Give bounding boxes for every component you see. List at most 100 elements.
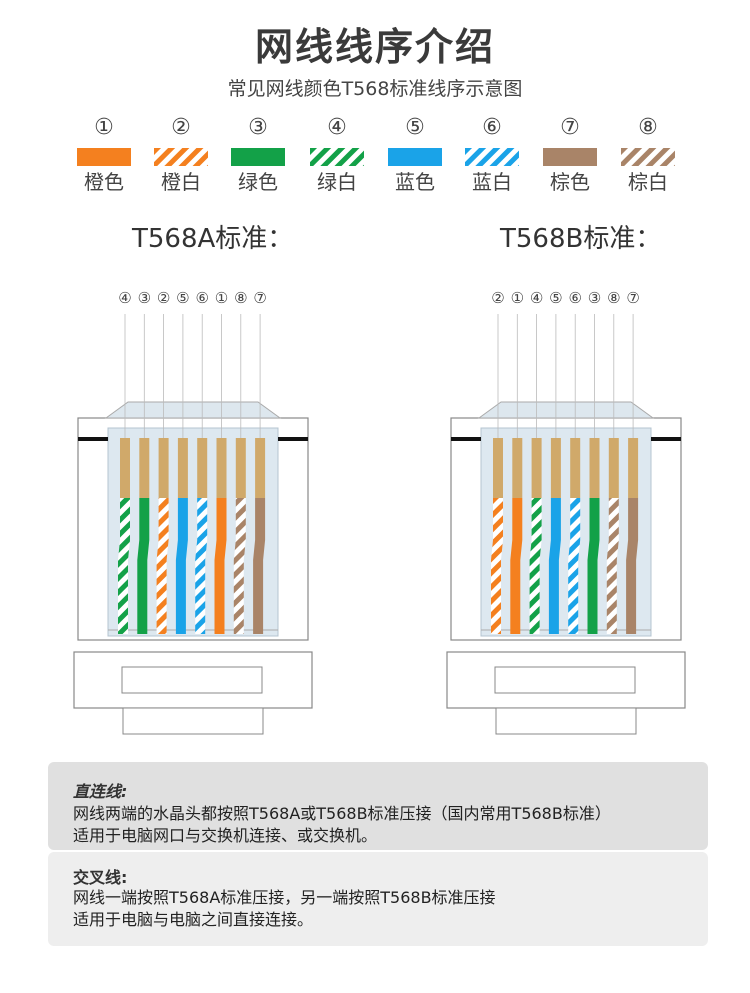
pin-order-label: ⑦ bbox=[253, 289, 266, 307]
wire bbox=[587, 498, 600, 634]
legend-label: 绿色 bbox=[238, 170, 278, 194]
pin-order-label: ③ bbox=[588, 289, 601, 307]
wire bbox=[548, 498, 561, 634]
connector-window bbox=[480, 427, 652, 637]
legend-swatch bbox=[310, 148, 364, 166]
t568b-title: T568B标准： bbox=[500, 224, 662, 254]
crossover-cable-heading: 交叉线: bbox=[73, 868, 128, 887]
gold-contact bbox=[589, 438, 600, 498]
wire bbox=[606, 498, 619, 634]
gold-contact bbox=[608, 438, 619, 498]
wire bbox=[253, 498, 266, 634]
legend-item: ⑧ 棕白 bbox=[608, 114, 688, 194]
legend-number: ⑦ bbox=[560, 115, 580, 140]
legend-number: ④ bbox=[327, 115, 347, 140]
legend-label: 蓝白 bbox=[472, 170, 512, 194]
legend-number: ⑧ bbox=[638, 115, 658, 140]
pin-order-label: ⑥ bbox=[568, 289, 581, 307]
legend-item: ① 橙色 bbox=[64, 114, 144, 194]
gold-contact bbox=[197, 438, 208, 498]
legend-swatch bbox=[77, 148, 131, 166]
legend-number: ③ bbox=[248, 115, 268, 140]
connector-latch-slot bbox=[494, 666, 636, 694]
pin-order-label: ⑦ bbox=[626, 289, 639, 307]
legend-label: 橙色 bbox=[84, 170, 124, 194]
wire bbox=[214, 498, 227, 634]
wire bbox=[233, 498, 246, 634]
t568a-title: T568A标准： bbox=[132, 224, 294, 254]
pin-order-label: ⑧ bbox=[234, 289, 247, 307]
straight-cable-info: 直连线: 网线两端的水晶头都按照T568A或T568B标准压接（国内常用T568… bbox=[48, 762, 708, 850]
gold-contact bbox=[139, 438, 150, 498]
connector-tab bbox=[495, 707, 637, 735]
legend-swatch bbox=[231, 148, 285, 166]
pin-order-label: ⑤ bbox=[549, 289, 562, 307]
connector-window bbox=[107, 427, 279, 637]
gold-contact bbox=[216, 438, 227, 498]
pin-order-label: ⑥ bbox=[195, 289, 208, 307]
gold-contact bbox=[512, 438, 523, 498]
legend-swatch bbox=[465, 148, 519, 166]
gold-contact bbox=[550, 438, 561, 498]
straight-cable-line1: 网线两端的水晶头都按照T568A或T568B标准压接（国内常用T568B标准） bbox=[73, 804, 611, 823]
wire bbox=[156, 498, 169, 634]
gold-contact bbox=[493, 438, 503, 498]
pin-order-label: ① bbox=[215, 289, 228, 307]
pin-order-label: ② bbox=[491, 289, 504, 307]
contact-bar-right bbox=[278, 437, 308, 441]
connector-clip bbox=[104, 401, 282, 419]
gold-contact bbox=[120, 438, 130, 498]
contact-bar-left bbox=[78, 437, 108, 441]
legend-number: ② bbox=[171, 115, 191, 140]
legend-item: ② 橙白 bbox=[141, 114, 221, 194]
gold-contact bbox=[255, 438, 266, 498]
pin-order-label: ③ bbox=[138, 289, 151, 307]
wire bbox=[175, 498, 188, 634]
wire bbox=[137, 498, 150, 634]
legend-number: ⑤ bbox=[405, 115, 425, 140]
crossover-cable-info: 交叉线: 网线一端按照T568A标准压接，另一端按照T568B标准压接 适用于电… bbox=[48, 852, 708, 946]
legend-item: ⑤ 蓝色 bbox=[375, 114, 455, 194]
legend-label: 绿白 bbox=[317, 170, 357, 194]
gold-contact bbox=[158, 438, 169, 498]
gold-contact bbox=[570, 438, 581, 498]
pin-order-label: ② bbox=[157, 289, 170, 307]
legend-label: 蓝色 bbox=[395, 170, 435, 194]
connector-clip bbox=[477, 401, 655, 419]
legend-label: 橙白 bbox=[161, 170, 201, 194]
straight-cable-heading: 直连线: bbox=[73, 782, 128, 801]
crossover-cable-line2: 适用于电脑与电脑之间直接连接。 bbox=[73, 910, 314, 929]
pin-order-label: ④ bbox=[118, 289, 131, 307]
page-title: 网线线序介绍 bbox=[254, 25, 495, 69]
legend-swatch bbox=[543, 148, 597, 166]
connector-tab bbox=[122, 707, 264, 735]
legend-label: 棕白 bbox=[628, 170, 668, 194]
gold-contact bbox=[235, 438, 246, 498]
gold-contact bbox=[531, 438, 542, 498]
wire bbox=[491, 498, 503, 634]
wire bbox=[195, 498, 208, 634]
wire bbox=[626, 498, 639, 634]
contact-bar-left bbox=[451, 437, 481, 441]
wire bbox=[510, 498, 523, 634]
legend-item: ③ 绿色 bbox=[218, 114, 298, 194]
page-subtitle: 常见网线颜色T568标准线序示意图 bbox=[227, 78, 523, 100]
straight-cable-line2: 适用于电脑网口与交换机连接、或交换机。 bbox=[73, 826, 378, 845]
legend-item: ④ 绿白 bbox=[297, 114, 377, 194]
gold-contact bbox=[628, 438, 639, 498]
pin-order-label: ④ bbox=[530, 289, 543, 307]
connector-latch-slot bbox=[121, 666, 263, 694]
legend-swatch bbox=[154, 148, 208, 166]
legend-number: ① bbox=[94, 115, 114, 140]
pin-order-label: ⑤ bbox=[176, 289, 189, 307]
legend-swatch bbox=[388, 148, 442, 166]
legend-swatch bbox=[621, 148, 675, 166]
crossover-cable-line1: 网线一端按照T568A标准压接，另一端按照T568B标准压接 bbox=[73, 888, 496, 907]
pin-order-label: ⑧ bbox=[607, 289, 620, 307]
wire bbox=[118, 498, 130, 634]
